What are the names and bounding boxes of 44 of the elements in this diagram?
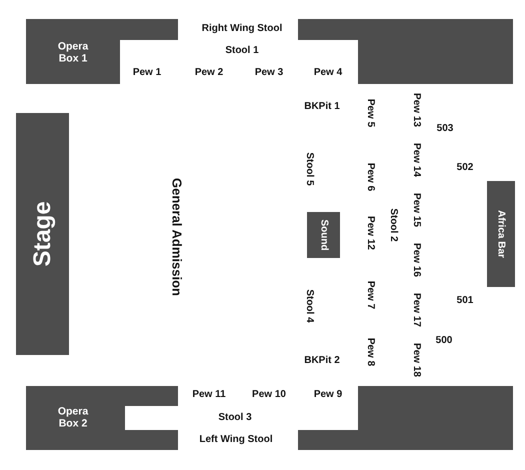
section-number: 500 xyxy=(436,336,452,346)
section-label: Pew 1 xyxy=(132,68,162,78)
section-label: Pew 5 xyxy=(365,98,375,128)
block-label: Opera Box 1 xyxy=(56,41,90,65)
seating-block xyxy=(26,19,178,84)
section-label: Left Wing Stool xyxy=(199,435,273,445)
section-label: Pew 6 xyxy=(365,162,375,192)
section-label: Stool 1 xyxy=(225,46,259,56)
area-block xyxy=(298,386,513,450)
section-label: Pew 9 xyxy=(314,390,342,400)
section-label: Pew 13 xyxy=(411,93,421,127)
sound-booth-block xyxy=(307,212,340,258)
section-label: Pew 4 xyxy=(314,68,342,78)
section-number: 502 xyxy=(456,163,474,173)
block-label: Sound xyxy=(318,219,329,251)
section-label: Stool 4 xyxy=(304,289,314,323)
section-label: Pew 15 xyxy=(411,193,421,227)
section-label: BKPit 2 xyxy=(304,356,340,366)
section-number: 501 xyxy=(456,296,474,306)
block-label: Opera Box 2 xyxy=(56,406,90,430)
section-label: Pew 14 xyxy=(411,143,421,177)
section-label: Stool 3 xyxy=(218,413,252,423)
area-label: General Admission xyxy=(170,178,184,296)
seating-block xyxy=(26,386,178,450)
section-number: 503 xyxy=(436,124,454,134)
section-label: Pew 18 xyxy=(411,343,421,377)
area-block xyxy=(298,19,513,84)
block-label: Stage xyxy=(29,201,56,267)
section-label: BKPit 1 xyxy=(304,102,340,112)
stage-block xyxy=(16,113,69,355)
section-label: Pew 17 xyxy=(411,293,421,327)
section-label: Pew 16 xyxy=(411,243,421,277)
section-label: Pew 12 xyxy=(365,216,375,250)
section-label: Pew 2 xyxy=(194,68,224,78)
section-label: Pew 10 xyxy=(252,390,286,400)
section-label: Pew 3 xyxy=(254,68,284,78)
section-label: Stool 2 xyxy=(388,208,398,242)
block-label: Africa Bar xyxy=(496,210,506,258)
section-label: Pew 7 xyxy=(365,280,375,310)
section-label: Stool 5 xyxy=(304,152,314,186)
section-label: Right Wing Stool xyxy=(202,24,282,34)
section-label: Pew 11 xyxy=(192,390,226,400)
section-label: Pew 8 xyxy=(365,338,375,366)
bar-block xyxy=(487,181,515,287)
